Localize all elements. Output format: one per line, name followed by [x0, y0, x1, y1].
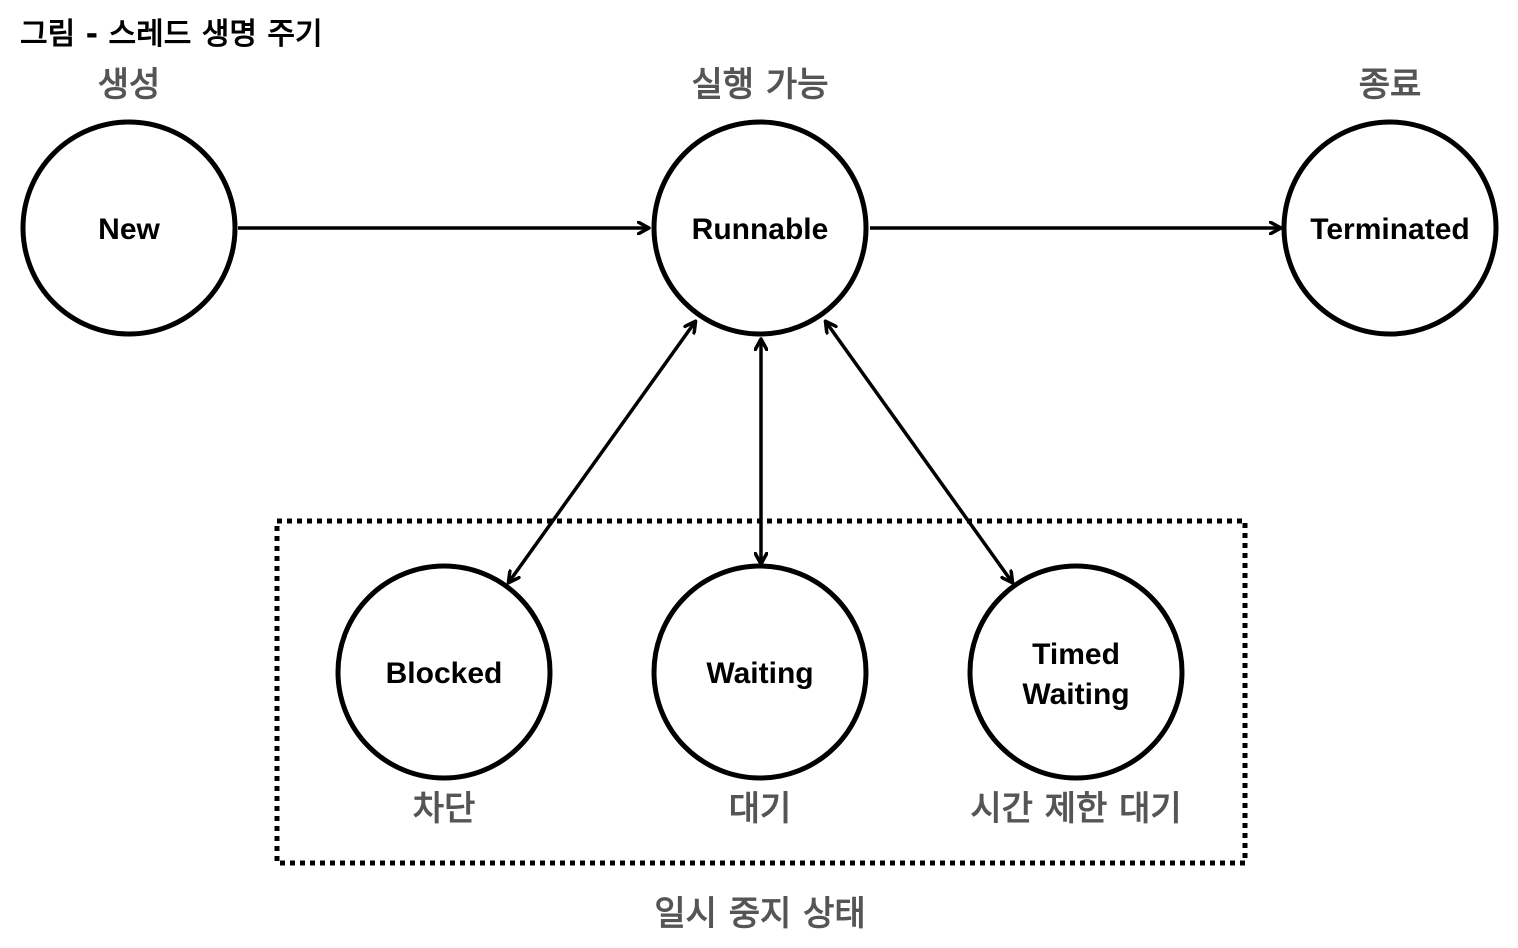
edge-runnable-timed-waiting	[826, 322, 1012, 582]
state-new-label: New	[98, 213, 160, 246]
caption-runnable: 실행 가능	[692, 65, 829, 105]
state-blocked-node	[335, 563, 553, 781]
caption-new: 생성	[98, 65, 161, 105]
figure-title: 그림 - 스레드 생명 주기	[20, 17, 323, 52]
state-waiting-label: Waiting	[706, 657, 813, 690]
caption-waiting: 대기	[729, 789, 792, 829]
caption-timed-waiting: 시간 제한 대기	[970, 789, 1181, 829]
state-runnable-label: Runnable	[692, 213, 829, 246]
state-timed-waiting-node	[967, 563, 1185, 781]
edge-runnable-blocked	[509, 322, 695, 582]
state-new-node	[20, 119, 238, 337]
caption-terminated: 종료	[1359, 65, 1422, 105]
state-timed-waiting-label-line1: Timed	[1032, 638, 1120, 671]
state-waiting-node	[651, 563, 869, 781]
state-runnable-node	[651, 119, 869, 337]
caption-blocked: 차단	[413, 789, 476, 829]
state-terminated-label: Terminated	[1310, 213, 1469, 246]
group-caption-paused: 일시 중지 상태	[654, 894, 865, 934]
state-terminated-node	[1281, 119, 1499, 337]
state-blocked-label: Blocked	[386, 657, 503, 690]
state-timed-waiting-label-line2: Waiting	[1022, 678, 1129, 711]
